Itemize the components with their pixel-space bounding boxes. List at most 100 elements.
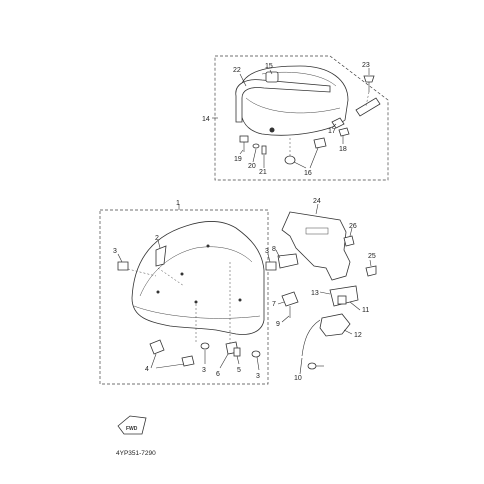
rear-seat-cushion	[239, 65, 349, 136]
damper-3-right	[265, 261, 277, 271]
cable-end	[307, 362, 317, 370]
projection-line-4	[123, 267, 157, 277]
leader-8	[275, 249, 281, 259]
callout-21: 21	[259, 169, 267, 176]
seat-lock-group	[275, 203, 377, 375]
damper-left	[284, 155, 296, 165]
callout-3c: 3	[202, 367, 206, 374]
seat-hook	[155, 245, 167, 267]
callout-3a: 3	[113, 248, 117, 255]
lock-bracket	[319, 313, 351, 337]
callout-labels: 1 2 3 3 3 3 4 5 6 7 8 9 10 11 12 13 14 1…	[113, 62, 376, 382]
callout-26: 26	[349, 223, 357, 230]
nut-18	[338, 127, 350, 137]
leader-19	[239, 149, 244, 155]
collar-5	[233, 347, 241, 357]
catch-bracket	[355, 97, 381, 117]
bracket-7	[281, 291, 299, 307]
leader-4a	[150, 353, 157, 369]
callout-2: 2	[155, 235, 159, 242]
callout-14: 14	[202, 116, 210, 123]
bracket-8	[277, 253, 299, 269]
leader-5	[236, 355, 240, 365]
seat-lock-cable	[301, 319, 321, 357]
front-seat-seam	[139, 246, 253, 297]
callout-16: 16	[304, 170, 312, 177]
seat-hole-2	[180, 272, 184, 276]
leader-25	[369, 259, 372, 267]
collar-21	[261, 145, 267, 155]
bolt-19-head	[239, 135, 249, 143]
callout-7: 7	[272, 301, 276, 308]
leader-2	[157, 239, 161, 249]
leader-16a	[293, 161, 307, 169]
callout-6: 6	[216, 371, 220, 378]
callout-19: 19	[234, 156, 242, 163]
front-seat-lower-seam	[133, 305, 261, 319]
bracket-4b	[181, 355, 195, 367]
rear-seat-group-boundary	[214, 55, 389, 181]
callout-3b: 3	[265, 248, 269, 255]
damper-3-lower	[200, 342, 210, 350]
leader-10	[299, 357, 303, 375]
bracket-4a	[149, 339, 165, 355]
fwd-arrow-icon	[117, 415, 147, 435]
leader-11	[349, 301, 361, 311]
leader-3d	[256, 356, 260, 371]
damper-3-rear	[251, 350, 261, 358]
cover-plate-slot	[305, 227, 329, 235]
grab-bar	[235, 79, 331, 123]
callout-5: 5	[237, 367, 241, 374]
callout-11: 11	[362, 307, 369, 314]
callout-4: 4	[145, 366, 149, 373]
callout-9: 9	[276, 321, 280, 328]
callout-23: 23	[362, 62, 370, 69]
rear-seat-bracket	[265, 71, 279, 83]
fwd-label: FWD	[126, 426, 138, 432]
bolt-23	[363, 75, 375, 83]
callout-12: 12	[354, 332, 362, 339]
projection-line-3	[157, 267, 185, 287]
front-seat-group-boundary	[99, 209, 269, 385]
leader-3a	[117, 253, 123, 263]
front-seat-group	[99, 204, 277, 385]
damper-3-left	[117, 261, 129, 271]
diagram-code: 4YP351-7290	[116, 450, 156, 457]
leader-26	[349, 227, 353, 237]
leader-15	[269, 69, 273, 75]
callout-17: 17	[328, 128, 336, 135]
callout-22: 22	[233, 67, 241, 74]
seat-hole-1	[206, 244, 210, 248]
callout-25: 25	[368, 253, 376, 260]
seat-clip	[331, 117, 345, 129]
leader-17	[331, 123, 337, 129]
washer-20	[252, 143, 260, 149]
leader-16b	[309, 147, 319, 169]
seat-hole-4	[194, 300, 198, 304]
leader-9	[281, 315, 290, 323]
callout-20: 20	[248, 163, 256, 170]
callout-15: 15	[265, 63, 273, 70]
leader-3b	[267, 253, 271, 263]
leader-12	[343, 329, 353, 335]
bolt-26	[343, 235, 355, 247]
lock-cylinder	[337, 295, 347, 305]
bolt-25	[365, 265, 377, 277]
seat-hole-5	[238, 298, 242, 302]
callout-8: 8	[272, 246, 276, 253]
damper-right	[313, 137, 327, 149]
callout-3d: 3	[256, 373, 260, 380]
fwd-mark: FWD	[117, 415, 147, 435]
callout-24: 24	[313, 198, 321, 205]
cover-plate	[281, 211, 351, 281]
rear-seat-group	[212, 55, 389, 181]
callout-13: 13	[311, 290, 319, 297]
leader-22	[239, 73, 247, 87]
leader-4b	[155, 363, 185, 369]
leader-6	[219, 353, 229, 369]
grab-bar-bolt-hole	[269, 127, 275, 133]
callout-10: 10	[294, 375, 302, 382]
rear-seat-side-seam	[245, 97, 341, 114]
seat-hole-3	[156, 290, 160, 294]
